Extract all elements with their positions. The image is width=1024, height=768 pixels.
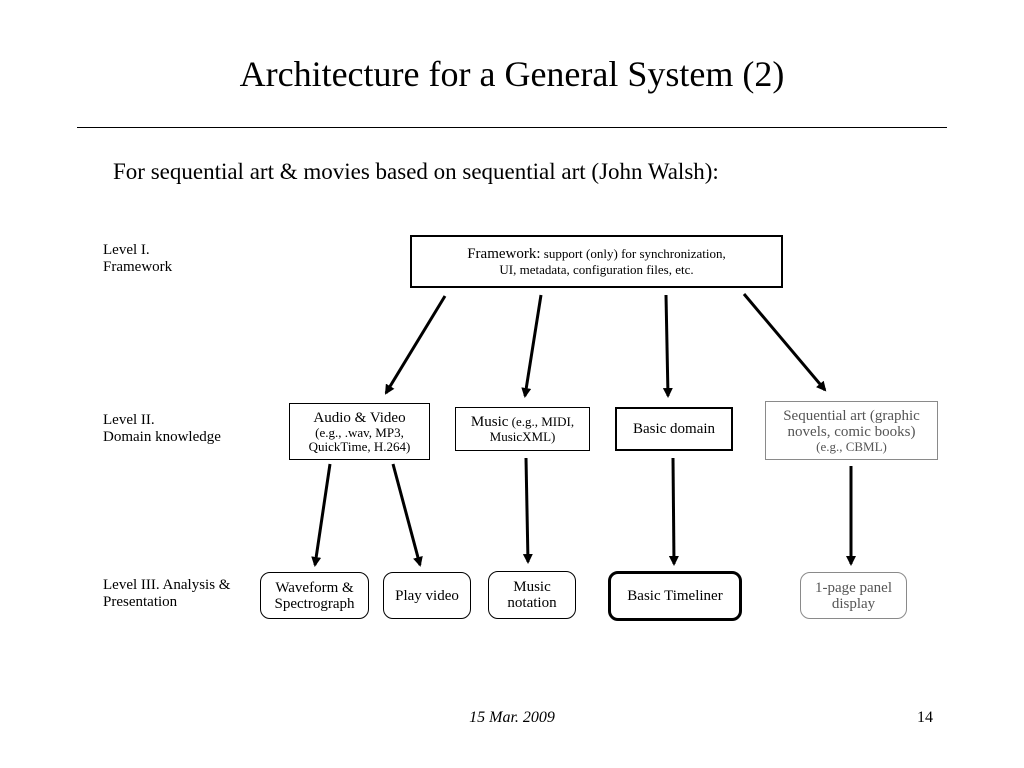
audio-video-title: Audio & Video	[313, 409, 406, 426]
waveform-spectrograph-box: Waveform & Spectrograph	[260, 572, 369, 619]
music-notation-box: Music notation	[488, 571, 576, 619]
framework-box: Framework: support (only) for synchroniz…	[410, 235, 783, 288]
spectrograph-label: Spectrograph	[274, 595, 355, 612]
music-detail: (e.g., MIDI,	[508, 414, 575, 429]
level-3-label-line: Level III. Analysis &	[103, 577, 231, 593]
play-video-label: Play video	[395, 587, 459, 604]
title-divider	[77, 127, 947, 128]
level-2-label-line: Level II.	[103, 412, 155, 428]
level-1-label-line: Level I.	[103, 242, 150, 258]
level-2-label-line: Domain knowledge	[103, 429, 221, 445]
waveform-label: Waveform &	[275, 579, 354, 596]
audio-video-box: Audio & Video (e.g., .wav, MP3, QuickTim…	[289, 403, 430, 460]
page-number: 14	[917, 709, 933, 726]
footer-date: 15 Mar. 2009	[469, 709, 555, 726]
sequential-art-title: novels, comic books)	[787, 423, 916, 440]
panel-display-label: 1-page panel	[814, 579, 893, 596]
audio-video-detail: (e.g., .wav, MP3,	[315, 424, 404, 440]
framework-detail: UI, metadata, configuration files, etc.	[499, 262, 694, 277]
arrow-framework-to-music	[521, 294, 543, 398]
music-title: Music	[470, 414, 509, 430]
music-line-1: Music (e.g., MIDI,	[471, 414, 574, 430]
panel-display-box: 1-page panel display	[800, 572, 907, 619]
level-1-label: Level I. Framework	[103, 242, 172, 276]
audio-video-detail: QuickTime, H.264)	[308, 438, 411, 454]
panel-display-label: display	[831, 595, 876, 612]
music-box: Music (e.g., MIDI, MusicXML)	[455, 407, 590, 451]
sequential-art-detail: (e.g., CBML)	[816, 438, 887, 454]
level-3-label: Level III. Analysis & Presentation	[103, 577, 230, 611]
slide-subtitle: For sequential art & movies based on seq…	[113, 159, 719, 184]
framework-line-1: Framework: support (only) for synchroniz…	[467, 246, 726, 263]
basic-domain-box: Basic domain	[615, 407, 733, 451]
arrow-audio-video-to-waveform	[311, 463, 332, 567]
level-3-label-line: Presentation	[103, 594, 178, 610]
arrow-basic-domain-to-timeliner	[668, 457, 679, 566]
basic-domain-title: Basic domain	[632, 421, 716, 437]
framework-detail: support (only) for synchronization,	[540, 246, 726, 261]
sequential-art-title: Sequential art (graphic	[783, 407, 920, 424]
sequential-art-box: Sequential art (graphic novels, comic bo…	[765, 401, 938, 460]
basic-timeliner-label: Basic Timeliner	[627, 588, 723, 604]
arrow-framework-to-sequential-art	[742, 293, 827, 392]
framework-label: Framework:	[467, 246, 541, 262]
music-detail: MusicXML)	[489, 429, 556, 444]
basic-timeliner-box: Basic Timeliner	[608, 571, 742, 621]
music-notation-label: Music	[513, 579, 551, 595]
music-notation-label: notation	[507, 595, 557, 611]
slide-title: Architecture for a General System (2)	[239, 54, 785, 94]
level-1-label-line: Framework	[103, 259, 173, 275]
level-2-label: Level II. Domain knowledge	[103, 412, 221, 446]
arrow-audio-video-to-play-video	[391, 463, 423, 567]
arrow-music-to-music-notation	[522, 457, 533, 564]
arrow-framework-to-audio-video	[384, 295, 447, 395]
play-video-box: Play video	[383, 572, 471, 619]
arrow-framework-to-basic-domain	[662, 294, 673, 398]
